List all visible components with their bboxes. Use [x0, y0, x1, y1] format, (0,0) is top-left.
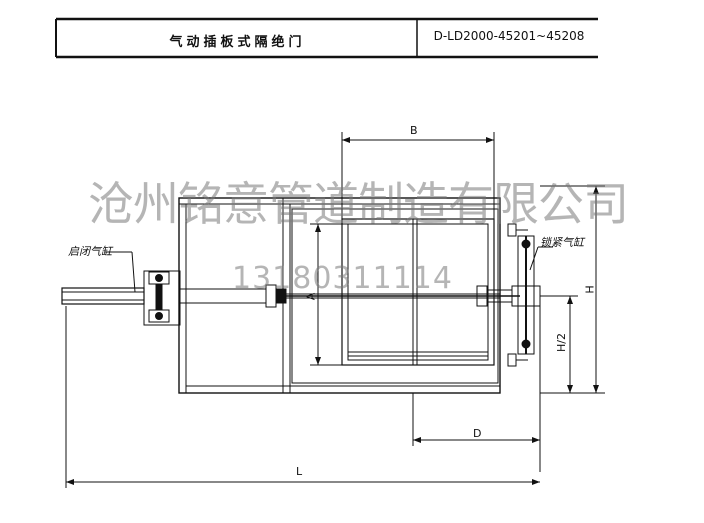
dimension-l — [65, 306, 540, 488]
locking-cylinder — [476, 223, 541, 367]
drawing-code: D-LD2000-45201~45208 — [433, 29, 585, 43]
dimension-h2 — [540, 295, 578, 393]
drawing-title: 气动插板式隔绝门 — [169, 35, 306, 50]
dimension-h-label: H — [583, 285, 597, 294]
dimension-b — [341, 132, 495, 219]
dimension-a-label: A — [304, 292, 318, 301]
dimension-h — [540, 185, 605, 394]
label-leaders — [105, 246, 553, 293]
title-block — [55, 17, 598, 59]
dimension-h2-label: H/2 — [554, 333, 568, 352]
dimension-a — [310, 223, 348, 366]
open-close-cylinder-label: 启闭气缸 — [68, 245, 112, 258]
locking-cylinder-label: 锁紧气缸 — [540, 236, 584, 249]
dimension-d — [412, 305, 541, 472]
dimension-b-label: B — [410, 124, 418, 137]
dimension-l-label: L — [296, 465, 303, 478]
dimension-d-label: D — [473, 427, 482, 440]
open-close-cylinder — [61, 270, 520, 326]
gate-plate — [341, 218, 495, 366]
